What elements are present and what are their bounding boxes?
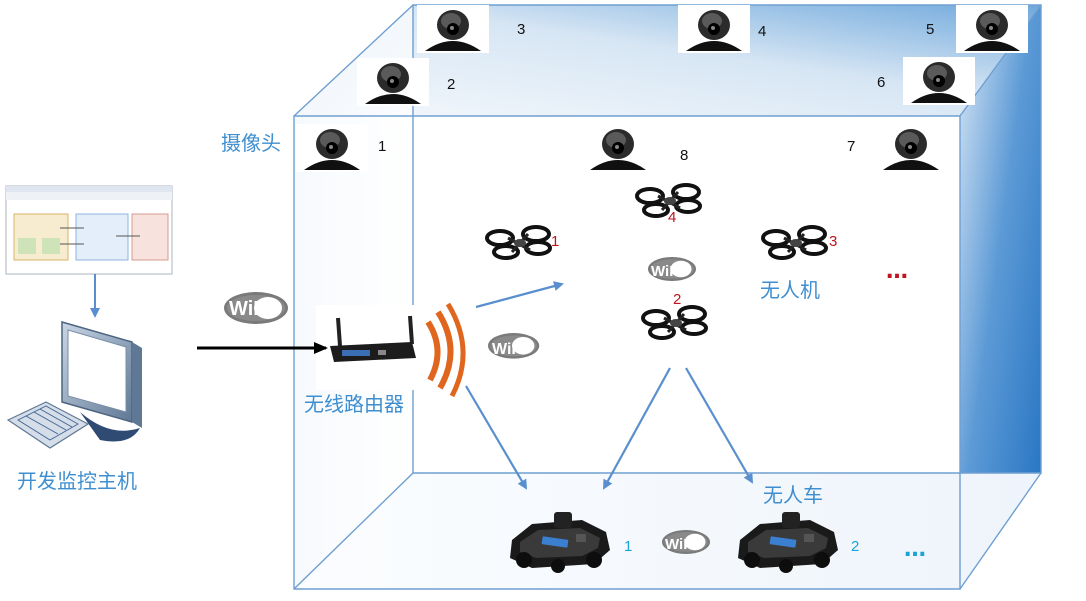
drone-icon — [761, 225, 828, 260]
host-label: 开发监控主机 — [17, 469, 137, 493]
camera-number: 3 — [517, 21, 525, 38]
router-to-car-arrow — [465, 385, 528, 490]
drone-number: 1 — [551, 233, 559, 250]
wifi-text: WiFi — [492, 341, 526, 358]
camera-number: 5 — [926, 21, 934, 38]
camera-label: 摄像头 — [221, 131, 281, 155]
cameras: 1 2 3 4 5 6 7 8 — [296, 5, 1028, 172]
drone-number: 3 — [829, 233, 837, 250]
room-box — [293, 4, 1042, 590]
drone-to-car1-arrow — [603, 367, 671, 490]
camera-number: 2 — [447, 76, 455, 93]
camera-icon — [296, 124, 368, 172]
drone-icon — [641, 305, 708, 340]
box-right-face — [960, 5, 1041, 589]
drones: 1 4 3 2 … — [485, 183, 908, 340]
car-number: 2 — [851, 538, 859, 555]
computer-icon — [6, 321, 142, 449]
camera-number: 1 — [378, 138, 386, 155]
car-number: 1 — [624, 538, 632, 555]
camera-number: 4 — [758, 23, 766, 40]
wifi-text: WiFi — [665, 536, 697, 553]
box-bottom-face — [294, 473, 1041, 589]
camera-icon — [678, 5, 750, 53]
router-icon — [316, 302, 468, 398]
cars: 1 2 … — [510, 512, 926, 573]
camera-number: 8 — [680, 147, 688, 164]
camera-icon — [875, 124, 947, 172]
wifi-icon: WiFi — [648, 257, 696, 281]
camera-icon — [357, 58, 429, 106]
camera-number: 7 — [847, 138, 855, 155]
wifi-icon: WiFi — [224, 292, 288, 324]
wifi-icon: WiFi — [662, 530, 710, 554]
car-label: 无人车 — [763, 483, 823, 507]
camera-icon — [417, 5, 489, 53]
drone-icon — [485, 225, 552, 260]
car-ellipsis: … — [904, 537, 926, 562]
camera-number: 6 — [877, 74, 885, 91]
drone-to-car2-arrow — [685, 367, 754, 484]
camera-icon — [956, 5, 1028, 53]
router-to-drone-arrow — [475, 281, 564, 309]
camera-icon — [903, 57, 975, 105]
drone-ellipsis: … — [886, 259, 908, 284]
wifi-text: WiFi — [229, 298, 271, 320]
wifi-icon: WiFi — [488, 333, 540, 359]
wifi-text: WiFi — [651, 263, 683, 280]
drone-number: 2 — [673, 291, 681, 308]
camera-icon — [582, 124, 654, 172]
drone-number: 4 — [668, 209, 676, 226]
router-label: 无线路由器 — [304, 392, 404, 416]
software-screenshot — [5, 185, 173, 275]
drone-label: 无人机 — [760, 278, 820, 302]
